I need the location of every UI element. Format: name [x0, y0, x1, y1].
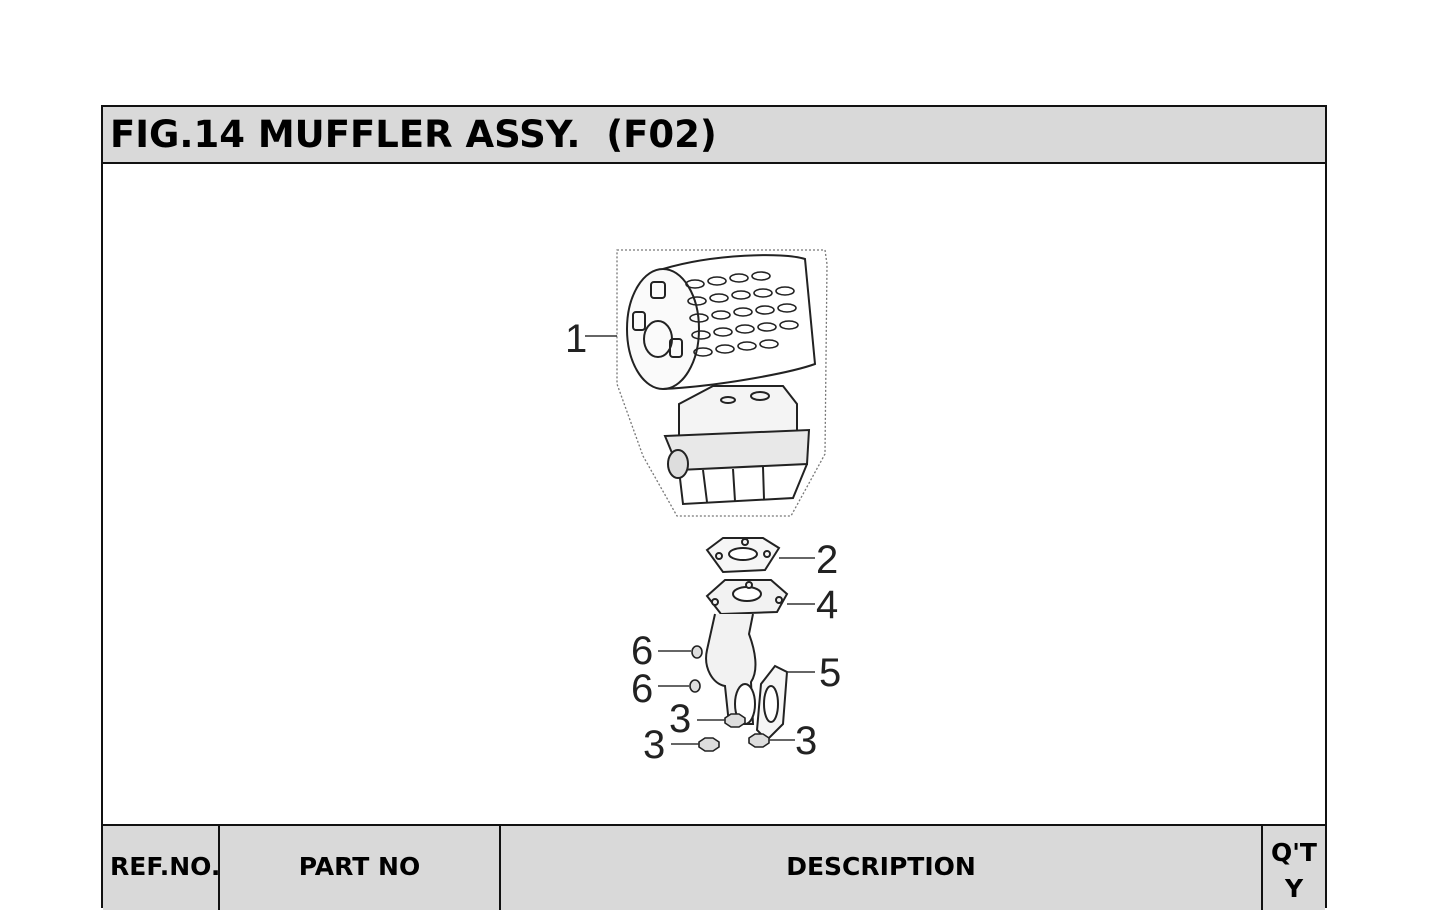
callout-6-lower: 6	[631, 667, 653, 711]
callout-2: 2	[816, 538, 838, 582]
figure-title: FIG.14 MUFFLER ASSY. (F02)	[110, 113, 717, 156]
column-header-qty: Q'TY	[1271, 838, 1317, 903]
callout-3-upper: 3	[669, 697, 691, 741]
group-outline	[616, 249, 828, 517]
muffler-body-drawing	[663, 385, 811, 506]
exploded-diagram: 1 2 4 6 6 5 3 3 3	[565, 249, 841, 767]
gasket-drawing	[705, 537, 781, 574]
callout-5: 5	[819, 651, 841, 695]
muffler-cover-drawing	[626, 254, 817, 390]
parts-sheet: FIG.14 MUFFLER ASSY. (F02)	[101, 105, 1327, 910]
exploded-diagram-area: 1 2 4 6 6 5 3 3 3	[103, 164, 1325, 824]
callout-6-upper: 6	[631, 629, 653, 673]
nut-drawing	[698, 713, 770, 752]
column-header-ref-no: REF.NO.	[103, 826, 220, 910]
parts-table-header: REF.NO. PART NO DESCRIPTION Q'TY	[103, 824, 1325, 910]
callout-3-left: 3	[643, 723, 665, 767]
callout-1: 1	[565, 317, 587, 361]
exhaust-pipe-drawing	[705, 579, 789, 725]
column-header-description: DESCRIPTION	[501, 826, 1263, 910]
stud-drawing	[689, 645, 703, 693]
figure-title-bar: FIG.14 MUFFLER ASSY. (F02)	[103, 107, 1325, 164]
callout-4: 4	[816, 583, 838, 627]
column-header-part-no: PART NO	[220, 826, 501, 910]
exhaust-gasket-drawing	[755, 664, 789, 742]
callout-3-right: 3	[795, 719, 817, 763]
